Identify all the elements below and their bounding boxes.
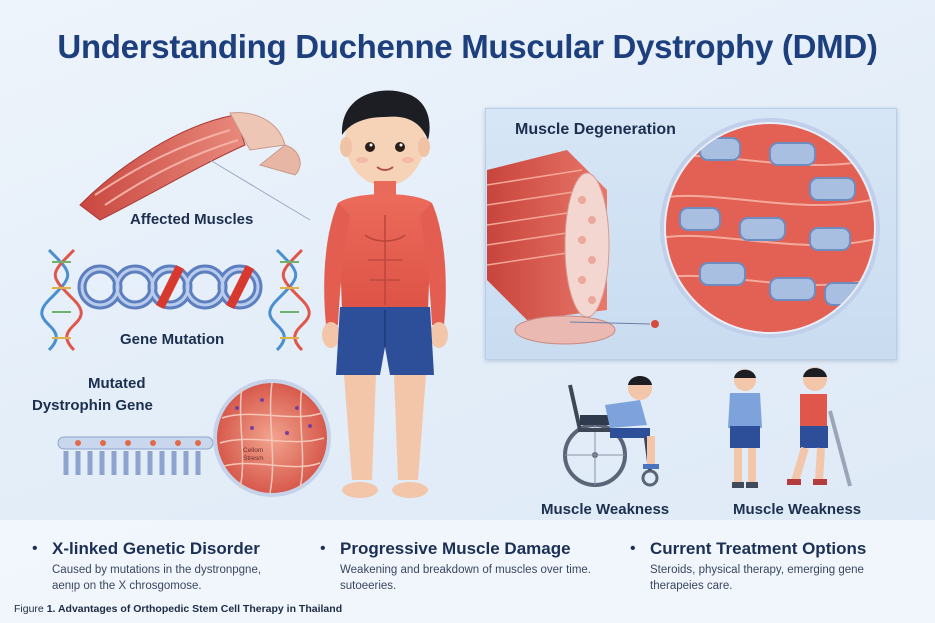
figure-caption-text: 1. Advantages of Orthopedic Stem Cell Th… [46,603,343,615]
dystrophin-gene-comb-icon [57,436,214,475]
bullet-heading-1: X-linked Genetic Disorder [52,539,260,558]
affected-muscles-label: Affected Muscles [130,211,254,228]
summary-section [0,520,935,623]
bullet-heading-3: Current Treatment Options [650,539,867,558]
gene-mutation-label: Gene Mutation [120,331,225,348]
mutated-gene-label-line1: Mutated [88,375,146,392]
bullet-desc-2-line2: sutoeeries. [340,580,397,592]
bullet-desc-2-line1: Weakening and breakdown of muscles over … [340,564,592,576]
bullet-desc-1-line1: Caused by mutations in the dystronpgne, [52,564,262,576]
bullet-marker-2: • [320,540,326,557]
cross-section-disc [514,315,659,345]
figure-caption: Figure 1. Advantages of Orthopedic Stem … [14,603,342,615]
bullet-desc-3-line2: therapeies care. [650,580,733,592]
bullet-heading-2: Progressive Muscle Damage [340,539,571,558]
chromosome-coil-icon [77,264,263,310]
bullet-desc-3: Steroids, physical therapy, emerging gen… [650,562,864,594]
bullet-desc-2: Weakening and breakdown of muscles over … [340,562,591,594]
boy-figure [322,90,448,498]
page-title: Understanding Duchenne Muscular Dystroph… [57,28,878,65]
figure-caption-prefix: Figure [14,603,47,615]
muscle-degeneration-label: Muscle Degeneration [515,121,676,138]
bullet-marker-1: • [32,540,38,557]
dna-helix-icon [40,248,83,352]
degeneration-magnifier [660,118,880,338]
muscle-weakness-label-left: Muscle Weakness [541,501,670,518]
crutch-boy-illustration [787,367,852,487]
bullet-marker-3: • [630,540,636,557]
dna-helix-icon-right [268,248,311,352]
bullet-desc-1: Caused by mutations in the dystronpgne, … [52,562,261,594]
muscle-fiber-bundle [486,150,610,320]
mutated-gene-label-line2: Dystrophin Gene [32,397,153,414]
wheelchair-boy-illustration [563,376,659,487]
affected-muscles-illustration [79,112,311,221]
cell-tag: Cellom Stresm [243,447,264,463]
muscle-weakness-label-right: Muscle Weakness [733,501,862,518]
cell-tag-line2: Stresm [243,455,264,462]
weak-boy-illustration [728,369,762,488]
cell-tag-line1: Cellom [243,447,264,454]
bullet-desc-1-line2: aenᴉp on the X chrosgomose. [52,580,202,592]
muscle-cell-magnifier [213,379,331,497]
bullet-desc-3-line1: Steroids, physical therapy, emerging gen… [650,564,864,576]
